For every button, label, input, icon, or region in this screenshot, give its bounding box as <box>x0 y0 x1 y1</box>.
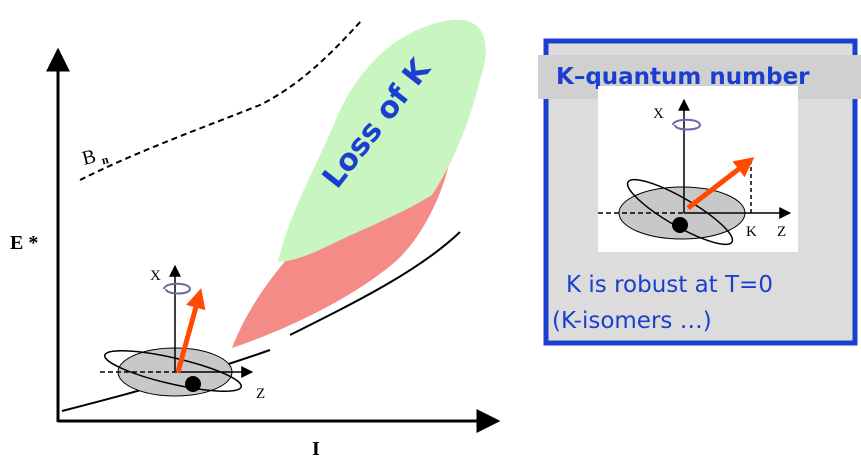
k-quantum-number-box: K–quantum number X K Z K is robust at T=… <box>538 38 861 346</box>
particle-dot <box>185 376 201 392</box>
yrast-line-upper <box>289 231 461 336</box>
neutron-binding-label-main: B <box>80 145 98 170</box>
k-box-title: K–quantum number <box>556 64 810 90</box>
k-spin-arrow <box>686 157 755 210</box>
k-particle-dot <box>672 217 688 233</box>
neutron-binding-dashed-line <box>79 19 363 181</box>
k-box-caption-line1: K is robust at T=0 <box>566 272 773 298</box>
y-axis-label: E * <box>10 232 38 254</box>
loss-of-k-region-green <box>278 19 486 262</box>
energy-spin-diagram: E * I B n Loss of K X Z <box>10 19 501 458</box>
x-axis-label: I <box>312 438 320 458</box>
k-box-caption-line2: (K-isomers …) <box>552 308 712 334</box>
inset-x-label: X <box>150 268 161 284</box>
nucleus-inset-large: X K Z <box>598 98 792 246</box>
neutron-binding-label-sub: n <box>100 152 110 167</box>
orbit-ellipse <box>103 350 243 392</box>
spin-arrow <box>175 288 206 373</box>
k-rotation-icon <box>672 118 702 131</box>
nucleus-inset-small: X Z <box>100 264 265 402</box>
k-k-label: K <box>746 224 757 240</box>
k-x-label: X <box>653 106 664 122</box>
rotation-icon <box>163 282 192 295</box>
neutron-binding-label: B n <box>80 142 110 171</box>
inset-z-label: Z <box>256 386 265 402</box>
k-z-label: Z <box>777 224 786 240</box>
